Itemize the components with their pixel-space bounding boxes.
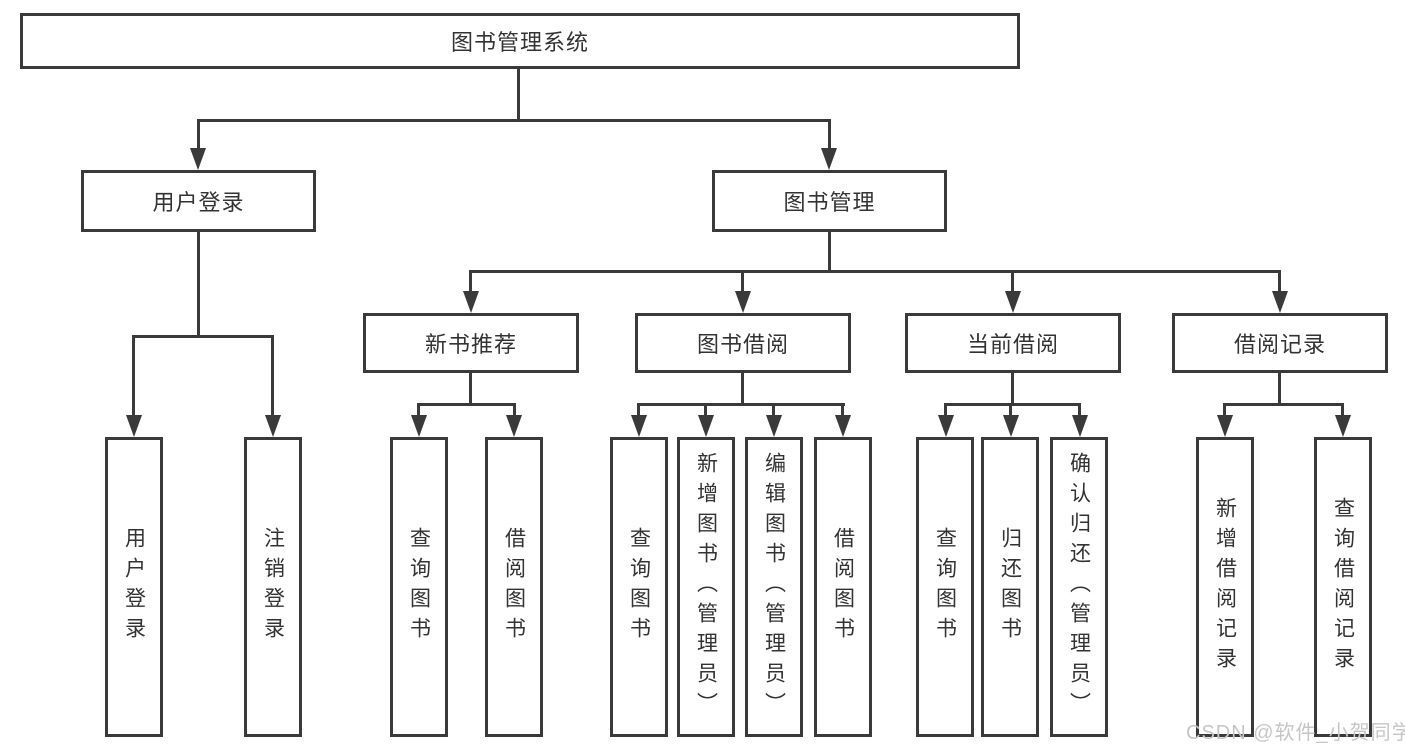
leaf-newbooks-query-books: 查询图书	[390, 437, 448, 737]
connector-arrow-down	[1272, 291, 1288, 313]
leaf-borrowing-edit-books-admin: 编辑图书（管理员）	[745, 437, 803, 737]
node-borrow-records: 借阅记录	[1172, 313, 1388, 373]
connector-vline	[1011, 270, 1014, 295]
connector-hline	[1223, 403, 1344, 406]
connector-arrow-down	[1217, 415, 1233, 437]
node-current-borrowing: 当前借阅	[905, 313, 1121, 373]
node-new-book-recommend: 新书推荐	[363, 313, 579, 373]
leaf-user-login: 用户登录	[105, 437, 163, 737]
connector-vline	[132, 335, 135, 418]
connector-arrow-down	[126, 415, 142, 437]
connector-arrow-down	[1335, 415, 1351, 437]
connector-arrow-down	[735, 291, 751, 313]
connector-hline	[197, 119, 831, 122]
connector-arrow-down	[190, 148, 206, 170]
connector-arrow-down	[821, 148, 837, 170]
connector-hline	[469, 270, 1281, 273]
connector-arrow-down	[835, 415, 851, 437]
csdn-watermark: CSDN @软件_小贺同学	[1186, 722, 1405, 744]
connector-arrow-down	[938, 415, 954, 437]
connector-vline	[1011, 373, 1014, 406]
connector-vline	[1278, 373, 1281, 406]
connector-hline	[944, 403, 1081, 406]
connector-arrow-down	[698, 415, 714, 437]
node-book-management: 图书管理	[712, 170, 947, 232]
connector-arrow-down	[463, 291, 479, 313]
connector-vline	[704, 403, 707, 417]
connector-vline	[517, 66, 520, 122]
leaf-current-return-books: 归还图书	[981, 437, 1039, 737]
connector-vline	[417, 403, 420, 417]
leaf-records-add-record: 新增借阅记录	[1196, 437, 1254, 737]
connector-vline	[741, 270, 744, 295]
connector-hline	[132, 335, 274, 338]
leaf-logout: 注销登录	[244, 437, 302, 737]
connector-vline	[197, 119, 200, 152]
connector-vline	[841, 403, 844, 417]
leaf-current-query-books: 查询图书	[916, 437, 974, 737]
connector-vline	[1078, 403, 1081, 417]
connector-arrow-down	[766, 415, 782, 437]
connector-vline	[271, 335, 274, 418]
connector-vline	[828, 119, 831, 152]
connector-vline	[1223, 403, 1226, 417]
connector-arrow-down	[506, 415, 522, 437]
node-book-borrowing: 图书借阅	[635, 313, 851, 373]
connector-vline	[741, 373, 744, 406]
leaf-borrowing-borrow-books: 借阅图书	[814, 437, 872, 737]
node-user-login: 用户登录	[81, 170, 316, 232]
connector-vline	[772, 403, 775, 417]
connector-hline	[417, 403, 516, 406]
connector-vline	[469, 373, 472, 406]
connector-arrow-down	[411, 415, 427, 437]
connector-vline	[828, 232, 831, 273]
connector-vline	[944, 403, 947, 417]
connector-arrow-down	[1072, 415, 1088, 437]
connector-vline	[1278, 270, 1281, 295]
connector-vline	[469, 270, 472, 295]
leaf-borrowing-query-books: 查询图书	[610, 437, 668, 737]
connector-vline	[197, 232, 200, 338]
connector-vline	[1341, 403, 1344, 417]
connector-arrow-down	[631, 415, 647, 437]
connector-arrow-down	[1003, 415, 1019, 437]
connector-arrow-down	[265, 415, 281, 437]
leaf-records-query-record: 查询借阅记录	[1314, 437, 1372, 737]
connector-vline	[513, 403, 516, 417]
connector-hline	[637, 403, 845, 406]
leaf-borrowing-add-books-admin: 新增图书（管理员）	[677, 437, 735, 737]
leaf-newbooks-borrow-books: 借阅图书	[485, 437, 543, 737]
connector-vline	[1009, 403, 1012, 417]
node-library-system: 图书管理系统	[20, 13, 1020, 69]
leaf-current-confirm-return-admin: 确认归还（管理员）	[1050, 437, 1108, 737]
connector-vline	[637, 403, 640, 417]
connector-arrow-down	[1005, 291, 1021, 313]
